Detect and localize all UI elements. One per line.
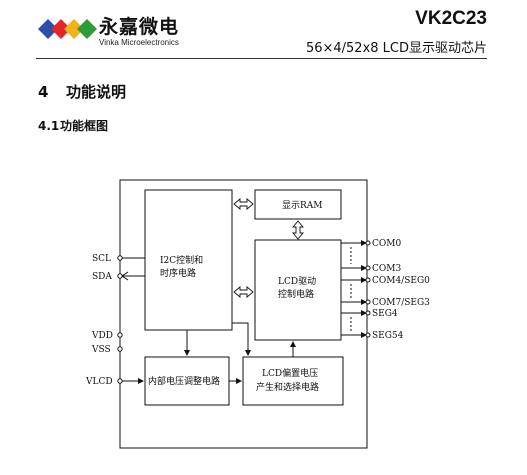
bias-block-label-2: 产生和选择电路 <box>256 381 319 393</box>
lcd-block-label-1: LCD驱动 <box>278 276 316 287</box>
bias-block-label-1: LCD偏置电压 <box>262 367 318 379</box>
chip-outline <box>119 179 368 449</box>
display-ram-block <box>254 189 342 220</box>
lcd-driver-block <box>254 239 342 341</box>
vss-pin <box>117 346 123 352</box>
i2c-control-block <box>144 189 233 331</box>
scl-pin-label: SCL <box>92 254 111 264</box>
ram-lcd-bus-arrow <box>292 220 304 240</box>
vlcd-pin <box>117 378 123 384</box>
com7-pin <box>365 299 371 305</box>
seg54-pin-label: SEG54 <box>372 331 404 341</box>
com3-pin-label: COM3 <box>372 264 401 274</box>
brand-name-en: Vinka Microelectronics <box>99 38 179 47</box>
seg4-pin <box>365 310 371 316</box>
i2c-lcd-bus-arrow <box>233 286 254 298</box>
seg54-pin <box>365 332 371 338</box>
com7-pin-label: COM7/SEG3 <box>372 298 430 308</box>
vdd-pin <box>117 332 123 338</box>
vlcd-pin-label: VLCD <box>85 377 113 387</box>
header-divider <box>36 58 487 59</box>
vdd-pin-label: VDD <box>91 331 113 341</box>
com0-pin <box>365 240 371 246</box>
chip-model: VK2C23 <box>415 8 487 29</box>
i2c-ram-bus-arrow <box>233 198 254 210</box>
scl-pin <box>117 255 123 261</box>
com3-pin <box>365 265 371 271</box>
reg-block-label: 内部电压调整电路 <box>148 375 220 387</box>
com4-pin <box>365 277 371 283</box>
lcd-bias-block <box>242 356 344 406</box>
com0-pin-label: COM0 <box>372 239 401 249</box>
page-header: 永嘉微电 Vinka Microelectronics VK2C23 56×4/… <box>0 0 527 59</box>
i2c-to-bias-arrow <box>232 322 251 356</box>
i2c-block-label-2: 时序电路 <box>160 267 196 279</box>
sda-pin <box>117 273 123 279</box>
i2c-block-label-1: I2C控制和 <box>160 254 203 266</box>
vinka-logo <box>38 19 97 39</box>
com4-pin-label: COM4/SEG0 <box>372 276 430 286</box>
ram-block-label: 显示RAM <box>282 200 323 211</box>
subsection-number: 4.1 <box>38 119 60 133</box>
sda-pin-label: SDA <box>92 272 112 282</box>
subsection-heading: 4.1功能框图 <box>38 117 108 134</box>
subsection-title: 功能框图 <box>60 119 109 133</box>
chip-subtitle: 56×4/52x8 LCD显示驱动芯片 <box>305 41 487 56</box>
lcd-block-label-2: 控制电路 <box>278 288 314 300</box>
vss-pin-label: VSS <box>91 345 111 355</box>
section-number: 4 <box>38 83 49 101</box>
section-title: 功能说明 <box>66 83 127 101</box>
brand-name-cn: 永嘉微电 <box>99 16 180 38</box>
section-heading: 4 功能说明 <box>38 81 126 102</box>
seg4-pin-label: SEG4 <box>372 309 398 319</box>
